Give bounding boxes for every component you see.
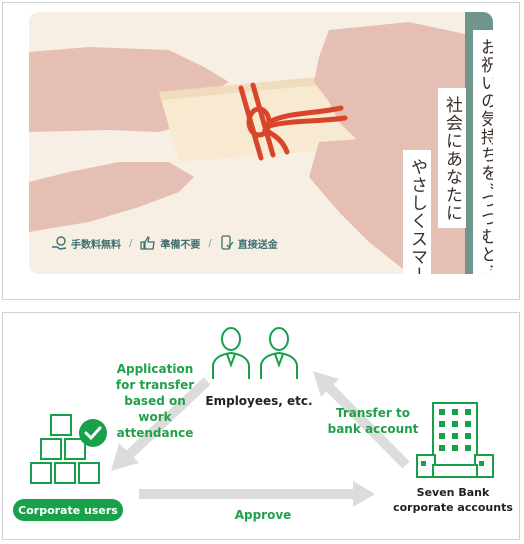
banner-tagline-line-2: 社会にあなたに xyxy=(438,88,466,228)
feature-list: 手数料無料 / 準備不要 / 直接送金 xyxy=(51,235,278,251)
feature-direct-transfer: 直接送金 xyxy=(220,235,278,251)
application-label: Application for transfer based on work a… xyxy=(115,362,195,440)
feature-no-fee: 手数料無料 xyxy=(51,236,121,251)
banner: お祝いの気持ちを”つつむと“ 社会にあなたに やさしくスマート xyxy=(29,12,493,274)
feature-separator: / xyxy=(208,237,212,249)
transfer-label: Transfer to bank account xyxy=(327,406,419,436)
corporate-users-badge: Corporate users xyxy=(13,499,123,521)
flow-diagram: Employees, etc. Application for transfer… xyxy=(2,312,520,540)
smartphone-check-icon xyxy=(221,235,234,250)
banner-frame: お祝いの気持ちを”つつむと“ 社会にあなたに やさしくスマート 手数料無料 / … xyxy=(2,2,520,300)
flow-diagram-graphics xyxy=(30,327,494,507)
thumbs-up-icon xyxy=(140,236,156,250)
feature-no-fee-label: 手数料無料 xyxy=(71,239,121,251)
check-badge-icon xyxy=(79,419,107,447)
bank-building-windows xyxy=(421,409,484,466)
feature-no-preparation: 準備不要 xyxy=(140,236,200,251)
feature-direct-transfer-label: 直接送金 xyxy=(237,239,278,251)
bank-label: Seven Bank corporate accounts xyxy=(393,486,513,514)
arrow-approve xyxy=(139,481,375,507)
feature-no-preparation-label: 準備不要 xyxy=(160,239,201,251)
boxes-icon xyxy=(30,414,100,484)
banner-tagline-line-1: お祝いの気持ちを”つつむと“ xyxy=(473,30,493,274)
arrow-transfer xyxy=(313,371,410,469)
employees-icon xyxy=(212,327,298,379)
coin-hand-icon xyxy=(52,236,67,250)
approve-label: Approve xyxy=(234,508,292,522)
employees-label: Employees, etc. xyxy=(205,394,313,408)
feature-separator: / xyxy=(129,237,133,249)
banner-tagline-line-3: やさしくスマート xyxy=(403,150,431,274)
arrow-application xyxy=(111,377,211,471)
